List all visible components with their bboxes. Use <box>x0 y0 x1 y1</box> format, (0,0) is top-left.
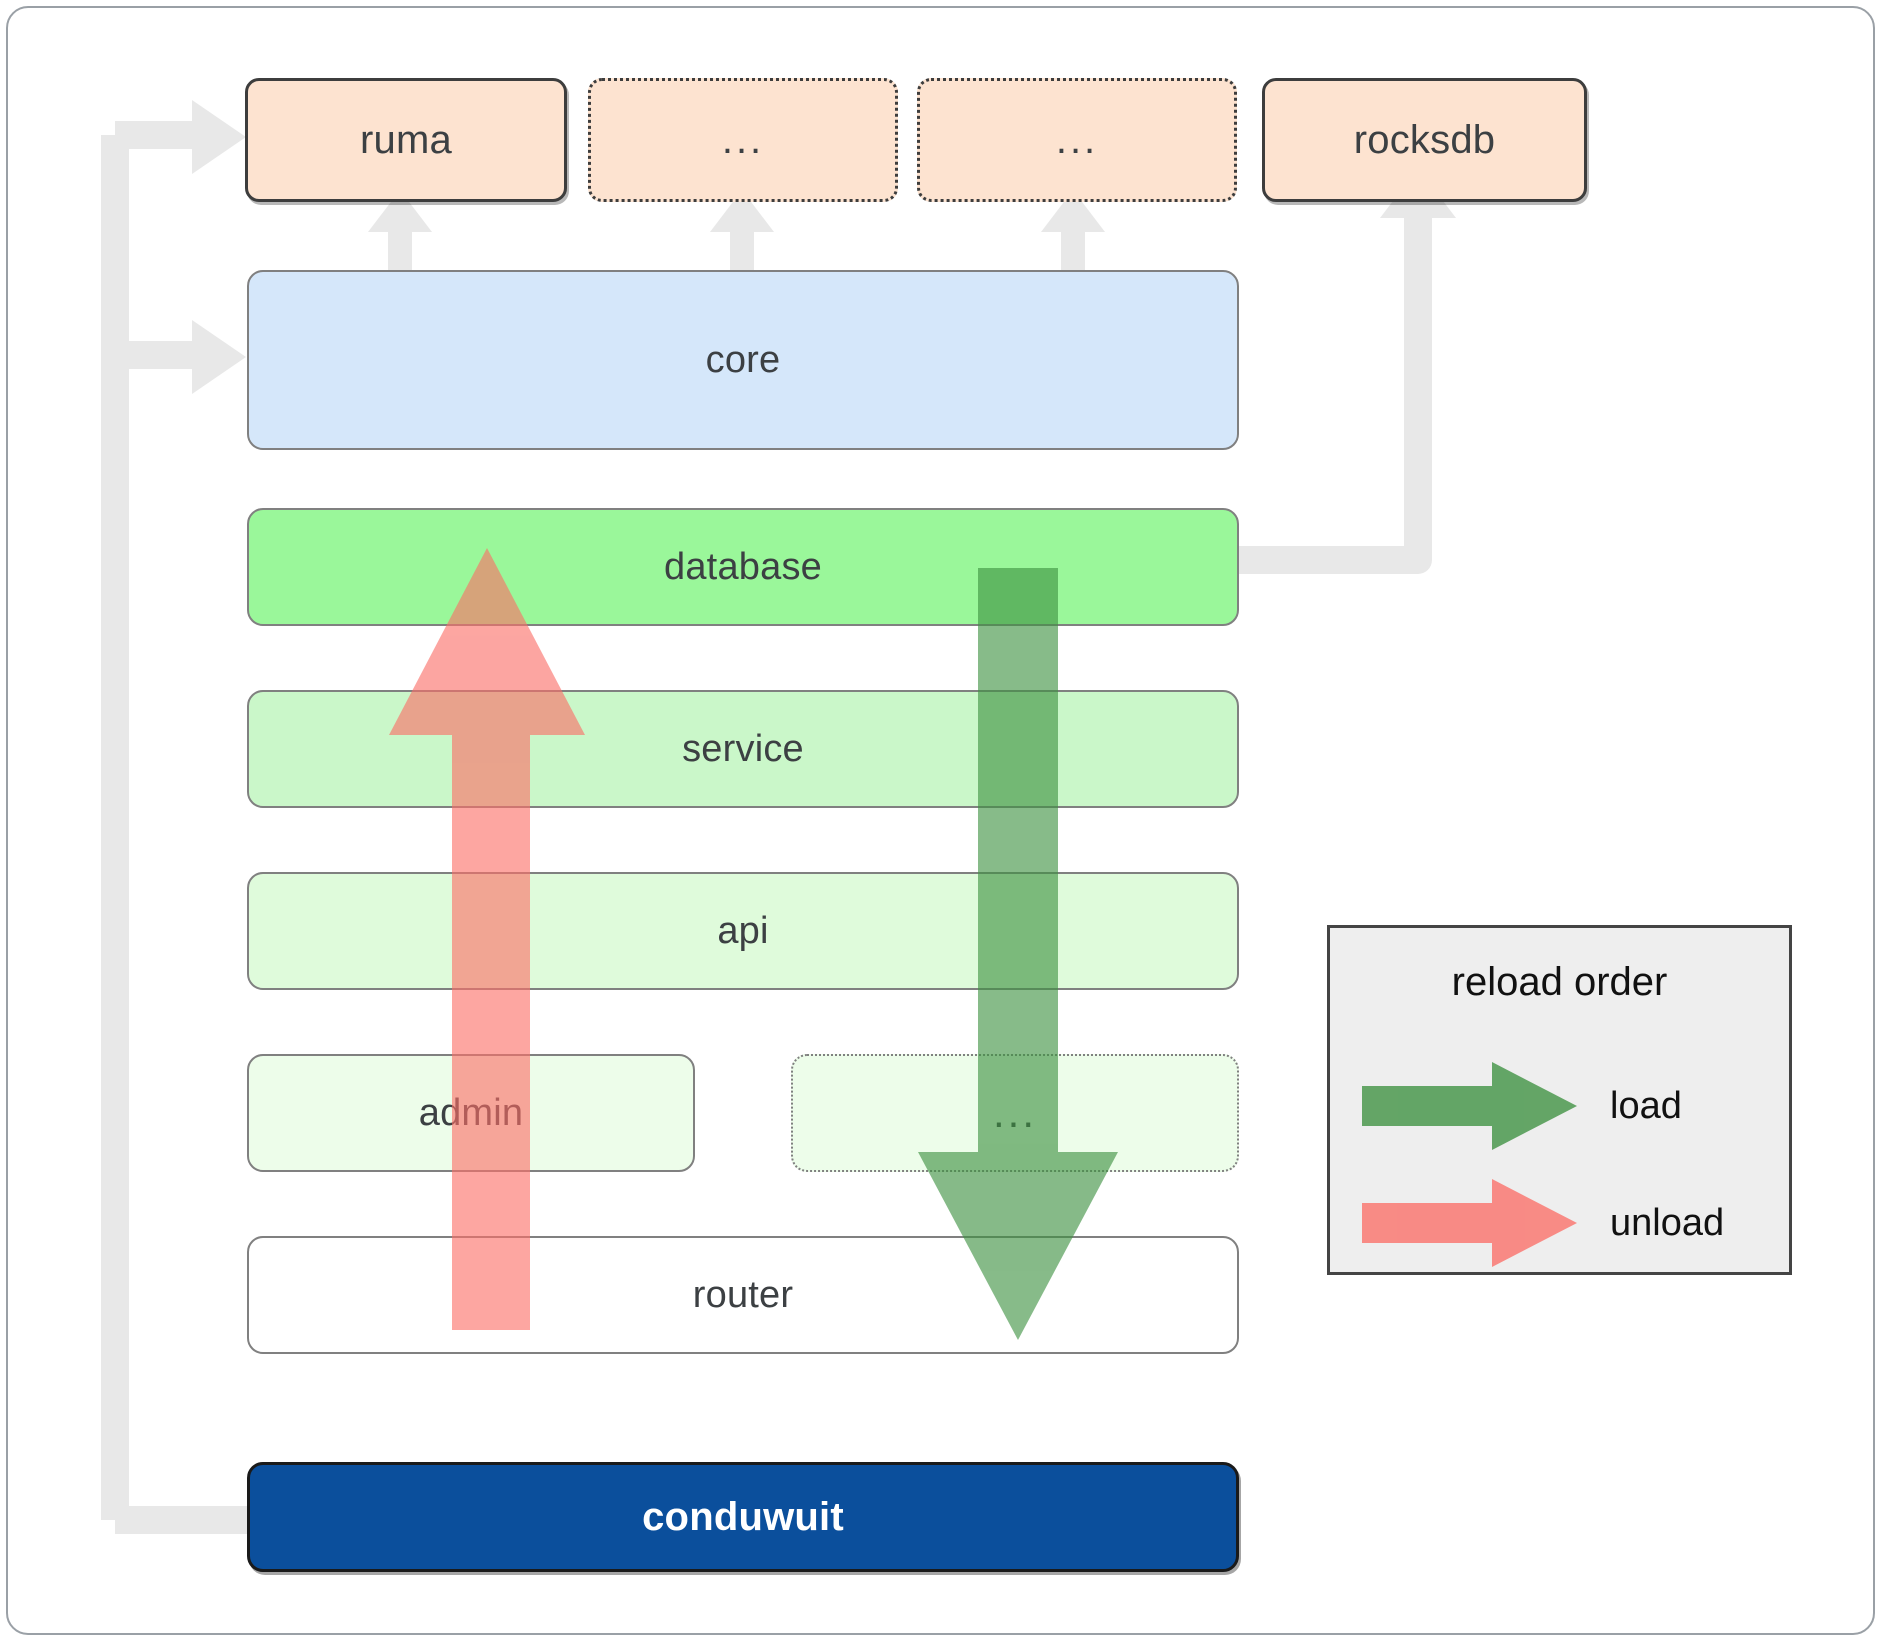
layer-box-database[interactable]: database <box>247 508 1239 626</box>
dependency-box-etc-1[interactable]: ... <box>588 78 898 202</box>
layer-box-api[interactable]: api <box>247 872 1239 990</box>
dependency-label-rocksdb: rocksdb <box>1353 117 1496 162</box>
dependency-box-ruma[interactable]: ruma <box>245 78 567 202</box>
app-label-conduwuit: conduwuit <box>642 1494 844 1539</box>
layer-label-database: database <box>664 545 822 588</box>
layer-label-router: router <box>692 1273 794 1316</box>
dependency-box-rocksdb[interactable]: rocksdb <box>1262 78 1587 202</box>
layer-box-service[interactable]: service <box>247 690 1239 808</box>
legend-row-unload: unload <box>1330 1175 1795 1271</box>
legend-swatch-load <box>1362 1058 1592 1154</box>
diagram-frame <box>6 6 1875 1635</box>
legend-label-load: load <box>1610 1084 1682 1127</box>
dependency-box-etc-2[interactable]: ... <box>917 78 1237 202</box>
layer-label-api: api <box>717 909 769 952</box>
layer-label-service: service <box>682 727 804 770</box>
layer-box-etc[interactable]: ... <box>791 1054 1239 1172</box>
legend-label-unload: unload <box>1610 1201 1725 1244</box>
dependency-label-etc-2: ... <box>1055 118 1099 162</box>
dependency-label-ruma: ruma <box>360 117 452 162</box>
layer-box-core[interactable]: core <box>247 270 1239 450</box>
legend-title: reload order <box>1451 960 1668 1004</box>
legend-swatch-unload <box>1362 1175 1592 1271</box>
legend-panel: reload order load <box>1327 925 1792 1275</box>
layer-label-admin: admin <box>418 1091 524 1134</box>
layer-label-etc: ... <box>992 1088 1037 1136</box>
layer-box-admin[interactable]: admin <box>247 1054 695 1172</box>
dependency-label-etc-1: ... <box>721 118 765 162</box>
layer-label-core: core <box>705 338 781 381</box>
layer-box-router[interactable]: router <box>247 1236 1239 1354</box>
app-box-conduwuit[interactable]: conduwuit <box>247 1462 1239 1572</box>
legend-row-load: load <box>1330 1058 1795 1154</box>
